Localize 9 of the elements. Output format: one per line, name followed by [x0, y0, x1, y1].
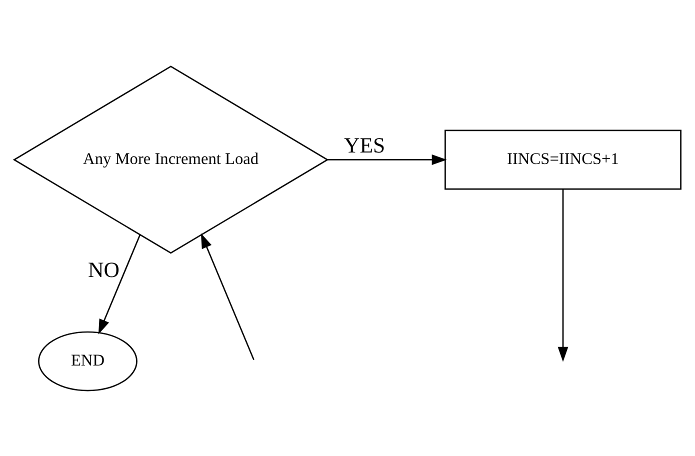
arrow [98, 234, 140, 334]
arrow [558, 188, 568, 362]
node-box: IINCS=IINCS+1 [444, 129, 682, 190]
arrow [327, 154, 447, 164]
node-ellipse: END [38, 330, 138, 391]
edge-label: NO [88, 257, 120, 282]
edge-label: YES [344, 133, 386, 158]
arrow [200, 232, 254, 360]
node-diamond: Any More Increment Load [12, 65, 329, 254]
